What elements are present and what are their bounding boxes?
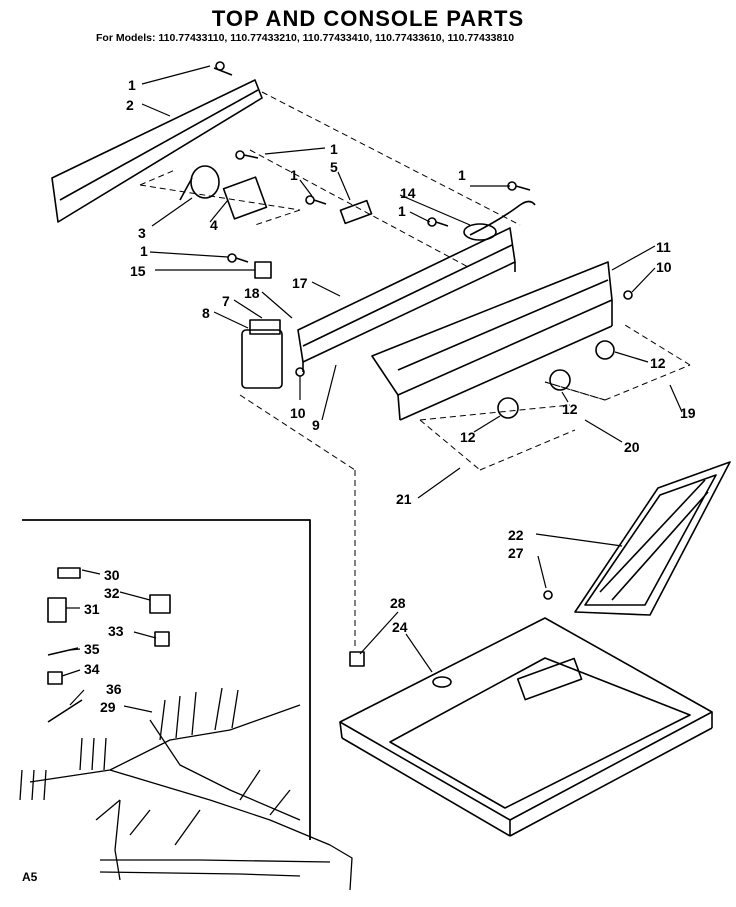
- callout-1b: 1: [330, 141, 338, 157]
- lint-filter: [574, 461, 731, 616]
- callout-34: 34: [84, 661, 100, 677]
- callout-1d: 1: [458, 167, 466, 183]
- callout-11: 11: [656, 239, 671, 255]
- wire-harness: [19, 687, 353, 891]
- top-cover: [339, 617, 713, 821]
- callout-29: 29: [100, 699, 116, 715]
- knob-3: [595, 340, 615, 360]
- callout-18: 18: [244, 285, 260, 301]
- switch-part: [222, 176, 268, 220]
- callout-10a: 10: [656, 259, 672, 275]
- callout-12c: 12: [460, 429, 476, 445]
- callout-1c: 1: [290, 167, 298, 183]
- switch-box: [241, 329, 283, 389]
- callout-21: 21: [396, 491, 412, 507]
- callout-33: 33: [108, 623, 124, 639]
- knob-1: [497, 397, 519, 419]
- console-panel: [371, 261, 613, 396]
- callout-3: 3: [138, 225, 146, 241]
- leader-lines: [61, 65, 683, 713]
- callout-30: 30: [104, 567, 120, 583]
- callout-12b: 12: [562, 401, 578, 417]
- callout-8: 8: [202, 305, 210, 321]
- callout-35: 35: [84, 641, 100, 657]
- models-line: For Models: 110.77433110, 110.77433210, …: [96, 32, 515, 44]
- timer-part: [190, 165, 220, 199]
- callout-28: 28: [390, 595, 406, 611]
- callout-15: 15: [130, 263, 146, 279]
- callout-1e: 1: [398, 203, 406, 219]
- callout-36: 36: [106, 681, 122, 697]
- callout-22: 22: [508, 527, 524, 543]
- callout-32: 32: [104, 585, 120, 601]
- callout-14: 14: [400, 185, 416, 201]
- part-28: [349, 651, 365, 667]
- callout-24: 24: [392, 619, 408, 635]
- diagram-code: A5: [22, 870, 38, 884]
- callout-5: 5: [330, 159, 338, 175]
- callout-9: 9: [312, 417, 320, 433]
- callout-20: 20: [624, 439, 640, 455]
- callout-1f: 1: [140, 243, 148, 259]
- callout-12a: 12: [650, 355, 666, 371]
- callout-17: 17: [292, 275, 308, 291]
- screws: [227, 150, 633, 600]
- callout-7: 7: [222, 293, 230, 309]
- callout-19: 19: [680, 405, 696, 421]
- page-title: TOP AND CONSOLE PARTS: [211, 6, 525, 31]
- harness-14: [469, 200, 536, 236]
- callout-1a: 1: [128, 77, 136, 93]
- part-5: [339, 199, 373, 225]
- callout-2: 2: [126, 97, 134, 113]
- callout-31: 31: [84, 601, 100, 617]
- callout-10b: 10: [290, 405, 306, 421]
- callout-27: 27: [508, 545, 524, 561]
- knob-2: [549, 369, 571, 391]
- callout-4: 4: [210, 217, 218, 233]
- rear-panel-part: [51, 79, 263, 223]
- part-15: [254, 261, 272, 279]
